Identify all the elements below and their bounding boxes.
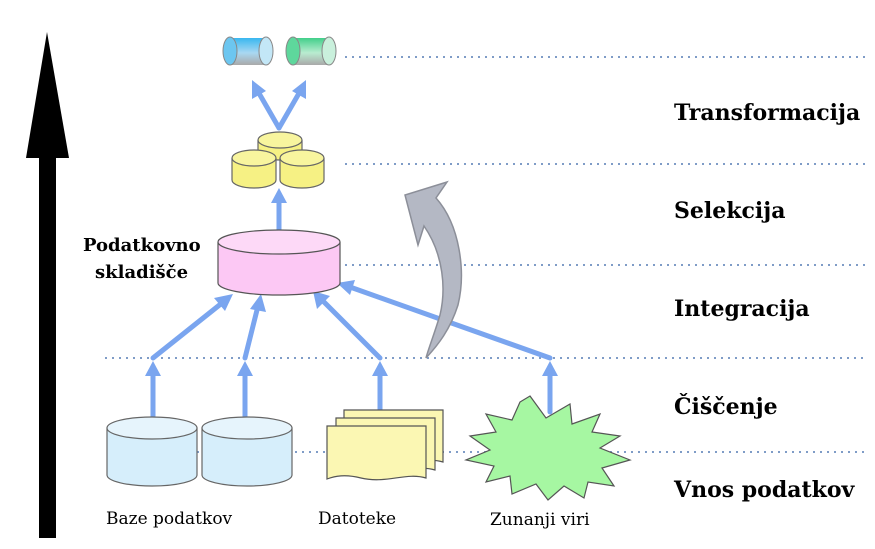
source-files-stack	[326, 409, 444, 481]
warehouse-label-line2: skladišče	[95, 262, 188, 283]
stage-label-transformacija: Transformacija	[674, 100, 860, 126]
files-label: Datoteke	[318, 509, 396, 529]
source-database-1	[106, 416, 198, 487]
databases-label: Baze podatkov	[106, 509, 233, 529]
feedback-arrow	[404, 180, 463, 359]
output-cylinder-green	[285, 36, 337, 66]
stage-label-vnos-podatkov: Vnos podatkov	[673, 477, 856, 503]
warehouse-label-line1: Podatkovno	[83, 235, 201, 256]
output-cylinder-blue	[222, 36, 274, 66]
stage-label-ciscenje: Čiščenje	[674, 393, 778, 420]
flow-arrows	[145, 80, 558, 421]
external-sources-label: Zunanji viri	[490, 510, 590, 530]
source-database-2	[201, 416, 293, 487]
stage-label-selekcija: Selekcija	[674, 198, 785, 224]
data-mart-cylinders	[231, 131, 325, 189]
data-warehouse-cylinder	[217, 229, 341, 296]
process-direction-arrow	[26, 32, 69, 538]
external-sources-starburst	[463, 395, 632, 501]
stage-label-integracija: Integracija	[674, 296, 810, 322]
